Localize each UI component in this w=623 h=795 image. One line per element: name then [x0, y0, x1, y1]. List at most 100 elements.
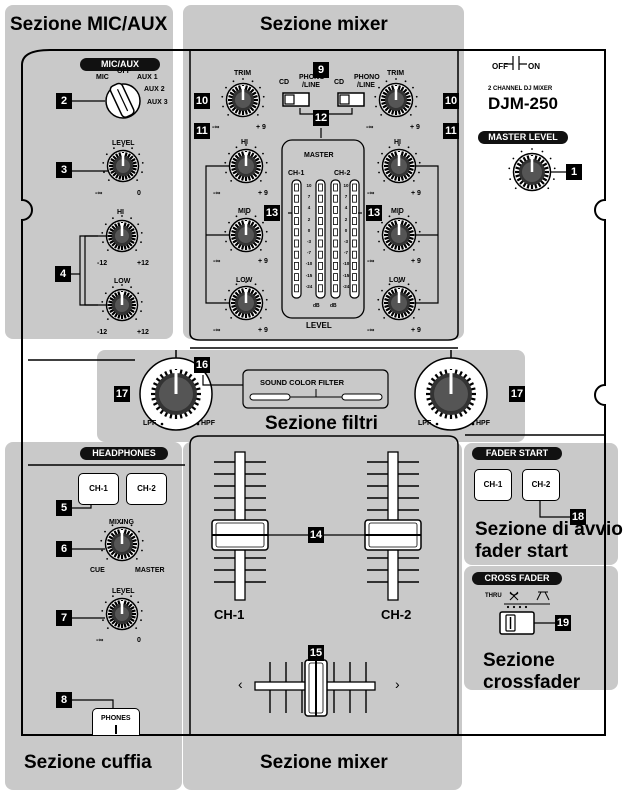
master-level-knob[interactable]	[508, 148, 556, 192]
level-meter-housing	[281, 139, 365, 319]
label-ch1-trim: TRIM	[234, 70, 252, 77]
ch2-input-selector-switch[interactable]	[337, 92, 365, 107]
header-fader-start: FADER START	[472, 447, 562, 460]
label-mic-low-min: -12	[97, 329, 108, 336]
label-meter-ch1: CH-1	[288, 170, 305, 177]
meter-scale-right-tick: 4	[344, 205, 348, 211]
headphones-level-knob[interactable]	[101, 593, 143, 631]
curve-sharp-icon	[509, 591, 519, 601]
label-mixing: MIXING	[109, 519, 134, 526]
leader-18-line	[539, 499, 570, 518]
header-cross-fader: CROSS FADER	[472, 572, 562, 585]
meter-scale-left-tick: 2	[307, 216, 311, 222]
label-mic-level: LEVEL	[112, 140, 135, 147]
meter-scale-right-tick: -10	[342, 261, 350, 267]
label-ch2-mid-min: -∞	[367, 258, 375, 265]
label-aux2: AUX 2	[144, 86, 165, 93]
label-ch1-hi: HI	[241, 139, 248, 146]
label-mixing-master: MASTER	[135, 567, 165, 574]
panel-headphones	[5, 442, 182, 790]
device-divider	[28, 359, 185, 466]
ch2-hi-knob[interactable]	[377, 144, 421, 184]
mic-level-knob[interactable]	[102, 145, 144, 183]
callout-14: 14	[308, 527, 324, 543]
crossfader[interactable]	[254, 659, 376, 717]
mic-low-knob[interactable]	[101, 284, 143, 322]
callout-13: 13	[366, 205, 382, 221]
ch1-hi-knob[interactable]	[224, 144, 268, 184]
label-hp-level: LEVEL	[112, 588, 135, 595]
ch1-trim-knob[interactable]	[221, 78, 265, 118]
meter-scale-left-tick: 10	[306, 183, 312, 188]
ch2-mid-knob[interactable]	[377, 213, 421, 253]
hpf-dot	[196, 422, 200, 426]
callout-11: 11	[194, 123, 210, 139]
ch1-mid-knob[interactable]	[224, 213, 268, 253]
label-ch2-low-min: -∞	[367, 327, 375, 334]
label-ch1-hi-min: -∞	[213, 190, 221, 197]
fader-start-ch1-button[interactable]: CH-1	[474, 469, 512, 501]
headphones-cue-ch1-button[interactable]: CH-1	[78, 473, 119, 505]
meter-scale-right-tick: 7	[344, 194, 348, 200]
meter-scale-right-tick: 0	[344, 227, 348, 233]
label-aux3: AUX 3	[147, 99, 168, 106]
leader-16-line	[202, 375, 243, 386]
meter-scale-left-tick: 4	[307, 205, 311, 211]
label-mic-level-min: -∞	[95, 190, 103, 197]
ch1-low-knob[interactable]	[224, 281, 268, 321]
ch2-low-knob[interactable]	[377, 281, 421, 321]
label-ch2-mid-max: + 9	[411, 258, 421, 265]
callout-8: 8	[56, 692, 72, 708]
callout-3: 3	[56, 162, 72, 178]
ch1-sound-color-filter-knob[interactable]	[139, 350, 213, 431]
meter-scale-right-tick: -3	[343, 239, 348, 244]
label-mic-low: LOW	[114, 278, 131, 285]
ch2-channel-fader[interactable]	[364, 451, 422, 601]
ch2-trim-knob[interactable]	[374, 78, 418, 118]
label-ch1-mid-min: -∞	[213, 258, 221, 265]
mixer-inner-outline	[189, 50, 459, 341]
crossfader-curve-selector[interactable]	[499, 591, 550, 635]
sound-color-filter-indicator-right	[341, 393, 383, 401]
model-label: DJM-250	[488, 94, 558, 113]
phones-jack[interactable]: PHONES	[92, 708, 140, 735]
ch2-sound-color-filter-knob[interactable]	[414, 350, 488, 431]
label-cue: CUE	[90, 567, 105, 574]
ch1-channel-fader[interactable]	[211, 451, 269, 601]
sound-color-filter-panel	[242, 369, 389, 409]
label-ch2-lpf: LPF	[418, 420, 432, 427]
mic-aux-selector-knob[interactable]	[105, 82, 141, 119]
header-mic-aux: MIC/AUX	[80, 58, 160, 71]
headphones-mixing-knob[interactable]	[100, 522, 144, 562]
meter-scale-left-tick: -24	[305, 283, 313, 289]
header-master-level: MASTER LEVEL	[478, 131, 568, 144]
label-ch1-low: LOW	[236, 277, 253, 284]
meter-scale-left-tick: -10	[305, 261, 313, 267]
callout-1: 1	[566, 164, 582, 180]
label-ch1-low-min: -∞	[213, 327, 221, 334]
mic-hi-knob[interactable]	[101, 215, 143, 253]
hpf-dot	[471, 422, 475, 426]
meter-scale-left-tick: -7	[306, 250, 311, 256]
meter-scale-right-tick: -24	[342, 283, 350, 289]
fader-start-ch2-button[interactable]: CH-2	[522, 469, 560, 501]
label-mic-level-max: 0	[137, 190, 141, 197]
power-on-label: ON	[528, 62, 540, 71]
leader-8-line	[65, 699, 114, 708]
sound-color-filter-indicator-left	[249, 393, 291, 401]
callout-2: 2	[56, 93, 72, 109]
label-aux1: AUX 1	[137, 74, 158, 81]
headphones-cue-ch2-button[interactable]: CH-2	[126, 473, 167, 505]
ch1-input-selector-switch[interactable]	[282, 92, 310, 107]
meter-scale-right-tick: -15	[342, 272, 350, 278]
label-ch1-lpf: LPF	[143, 420, 157, 427]
callout-12: 12	[313, 110, 329, 126]
power-off-label: OFF	[492, 62, 508, 71]
callout-4: 4	[55, 266, 71, 282]
model-sub-label: 2 CHANNEL DJ MIXER	[488, 86, 553, 92]
label-ch1-trim-min: -∞	[212, 124, 220, 131]
label-ch2-trim-max: + 9	[410, 124, 420, 131]
master-l-level-meter	[315, 179, 326, 299]
